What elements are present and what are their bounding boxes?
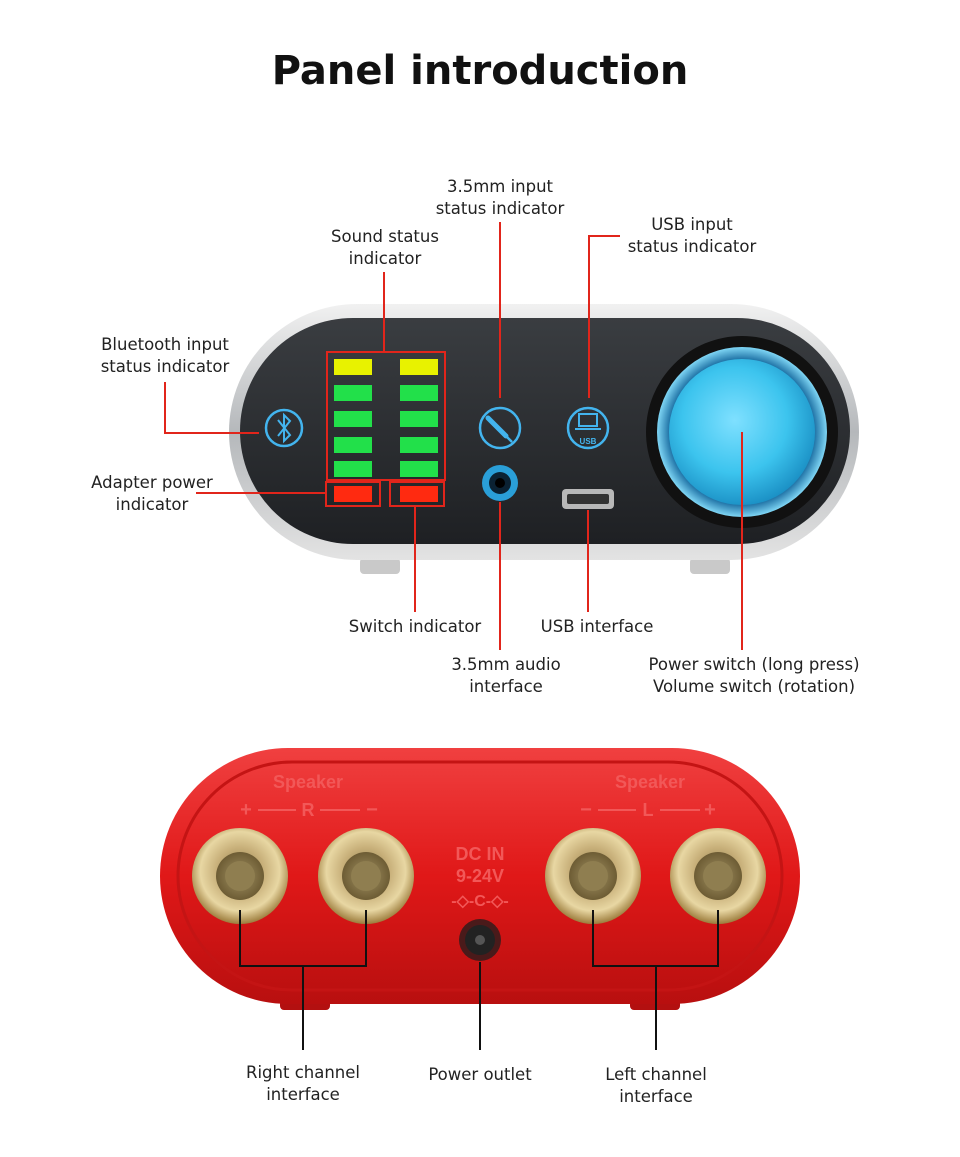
label-usb-interface: USB interface xyxy=(540,617,654,636)
label-left-channel: Left channel interface xyxy=(605,1065,707,1106)
dc-voltage-label: 9-24V xyxy=(456,866,504,886)
bluetooth-icon xyxy=(264,408,304,448)
led-meter-right xyxy=(400,359,438,502)
usb-port xyxy=(562,489,614,509)
label-35mm-audio: 3.5mm audio interface xyxy=(451,655,561,696)
speaker-right-title: Speaker xyxy=(273,772,343,792)
front-callouts xyxy=(164,222,743,650)
box-sound-status xyxy=(326,351,446,481)
terminal-left-minus xyxy=(545,828,641,924)
speaker-right-minus: − xyxy=(366,799,378,821)
label-usb-input: USB input status indicator xyxy=(627,215,757,256)
front-device: USB xyxy=(229,304,859,574)
label-bluetooth-input: Bluetooth input status indicator xyxy=(100,335,230,376)
terminal-right-plus xyxy=(192,828,288,924)
page-title: Panel introduction xyxy=(271,48,689,94)
speaker-left-minus: − xyxy=(580,799,592,821)
front-foot-right xyxy=(690,558,730,574)
led-meter-left xyxy=(334,359,372,502)
callout-bluetooth xyxy=(164,382,259,434)
label-35mm-input: 3.5mm input status indicator xyxy=(435,177,565,218)
box-switch-indicator xyxy=(389,481,445,507)
dc-power-port xyxy=(459,919,501,961)
speaker-left-title: Speaker xyxy=(615,772,685,792)
speaker-right-plus: + xyxy=(240,799,252,821)
dc-polarity-symbol: -◇-C-◇- xyxy=(451,893,508,910)
label-adapter-power: Adapter power indicator xyxy=(91,473,213,514)
speaker-right-channel: R xyxy=(302,800,315,820)
label-power-outlet: Power outlet xyxy=(428,1065,532,1084)
callout-usb-input xyxy=(588,235,620,398)
label-sound-status: Sound status indicator xyxy=(331,227,439,268)
speaker-left-channel: L xyxy=(643,800,654,820)
label-power-switch: Power switch (long press) Volume switch … xyxy=(648,655,860,696)
dc-in-label: DC IN xyxy=(456,844,505,864)
label-right-channel: Right channel interface xyxy=(246,1063,360,1104)
rear-device: Speaker + R − Speaker − L + DC IN 9-24V … xyxy=(160,748,800,1010)
audio-jack-port xyxy=(482,465,518,501)
terminal-right-minus xyxy=(318,828,414,924)
terminal-left-plus xyxy=(670,828,766,924)
audio-jack-icon xyxy=(478,406,522,450)
usb-laptop-icon xyxy=(566,406,610,450)
label-switch-indicator: Switch indicator xyxy=(348,617,482,636)
rear-body xyxy=(160,748,800,1004)
usb-icon-text: USB xyxy=(580,437,597,446)
front-foot-left xyxy=(360,558,400,574)
speaker-left-plus: + xyxy=(704,799,716,821)
rear-callouts xyxy=(239,910,719,1050)
box-adapter-power xyxy=(325,481,381,507)
